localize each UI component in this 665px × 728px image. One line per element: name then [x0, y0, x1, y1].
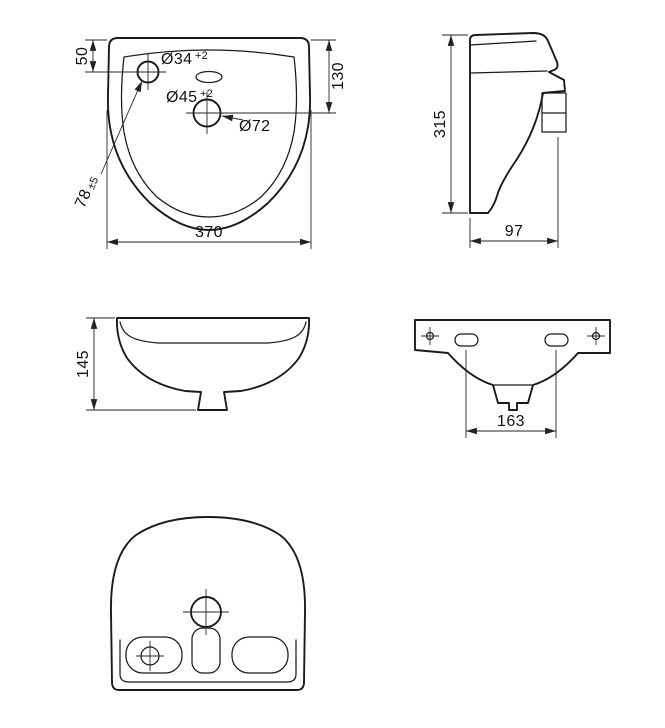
dim-overall-height: 315 [432, 34, 468, 214]
side-view: 315 97 [432, 32, 567, 248]
dim-overall-width: 370 [106, 110, 312, 249]
label-recess-dia: Ø72 [221, 114, 270, 135]
bottom-view [110, 516, 306, 691]
left-recess [125, 636, 183, 674]
basin-rim-inner [120, 49, 298, 218]
dim-label-78-value: 78 [72, 187, 95, 211]
dim-label-130: 130 [330, 62, 347, 90]
drain-hole [186, 92, 228, 134]
rim-underside-line [469, 70, 548, 74]
fixing-hole-right [587, 327, 605, 345]
right-recess [231, 636, 289, 674]
tap-dia-tolerance: +2 [195, 50, 208, 62]
top-view-outline [107, 37, 311, 231]
bottom-view-outline [110, 516, 306, 691]
fixing-slot-left [454, 333, 479, 347]
dim-label-50: 50 [74, 47, 91, 66]
label-tap-hole-dia: Ø34 +2 [161, 50, 208, 68]
fixing-slot-right [544, 333, 569, 347]
dim-tap-edge-offset: 78 ±5 [72, 80, 143, 211]
rim-top-line [469, 40, 537, 46]
dim-base-depth: 97 [469, 137, 559, 248]
dim-rim-height: 145 [75, 317, 196, 411]
back-view-outline [414, 319, 611, 411]
dim-label-163: 163 [497, 413, 525, 430]
dim-label-78: 78 ±5 [72, 175, 101, 211]
front-view-outline [115, 317, 311, 411]
dim-label-78-tolerance: ±5 [85, 175, 101, 191]
dim-tap-hole-offset: 50 [74, 39, 136, 73]
dim-label-370: 370 [195, 224, 223, 241]
center-recess [191, 627, 221, 674]
fixing-hole-left [421, 327, 439, 345]
overflow-slot [195, 70, 223, 84]
back-view: 163 [414, 319, 611, 438]
drain-dia-value: Ø45 [166, 89, 197, 106]
bottom-inner-contour [119, 639, 297, 683]
dim-label-315: 315 [432, 110, 449, 138]
dim-drain-offset: 130 [222, 39, 347, 114]
drain-dia-tolerance: +2 [200, 88, 213, 100]
recess-dia-value: Ø72 [239, 118, 270, 135]
leader-line [100, 80, 143, 175]
drain-boss [183, 589, 229, 635]
dim-fixing-spacing: 163 [465, 350, 557, 438]
tap-hole-bottom [136, 641, 164, 671]
front-rim-line [119, 321, 307, 344]
dim-label-97: 97 [505, 223, 524, 240]
front-view: 145 [75, 317, 311, 411]
top-view: 50 130 370 78 ±5 Ø34 +2 [72, 37, 347, 249]
label-drain-dia: Ø45 +2 [166, 88, 213, 106]
side-view-outline [469, 32, 566, 214]
dim-label-145: 145 [75, 350, 92, 378]
tap-dia-value: Ø34 [161, 51, 192, 68]
leader-line [221, 114, 244, 122]
fixing-bracket [541, 92, 567, 133]
